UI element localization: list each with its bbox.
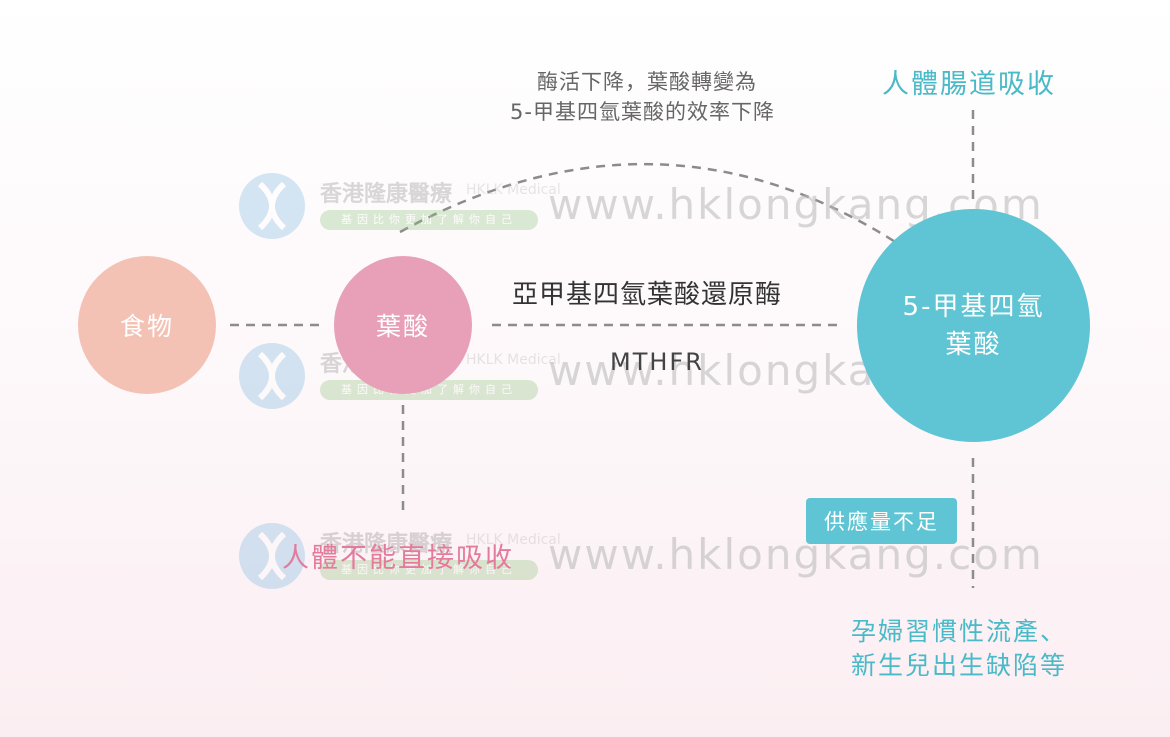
not-absorbed-label: 人體不能直接吸收 (282, 543, 514, 574)
mthf-label-line1: 5-甲基四氫 (902, 291, 1045, 322)
mthf-label-line2: 葉酸 (945, 329, 1002, 360)
annotation-line1: 酶活下降，葉酸轉變為 (537, 70, 757, 94)
folic-acid-node: 葉酸 (334, 256, 472, 394)
annotation-line2: 5-甲基四氫葉酸的效率下降 (510, 100, 775, 124)
enzyme-name: 亞甲基四氫葉酸還原酶 (512, 280, 783, 310)
mthf-node: 5-甲基四氫 葉酸 (857, 209, 1090, 442)
consequence-line2: 新生兒出生缺陷等 (851, 651, 1068, 680)
absorbed-label: 人體腸道吸收 (882, 69, 1056, 100)
food-node: 食物 (78, 256, 216, 394)
food-label: 食物 (119, 312, 174, 341)
consequence-line1: 孕婦習慣性流產、 (851, 617, 1068, 646)
enzyme-abbreviation: MTHFR (610, 348, 704, 376)
supply-badge-label: 供應量不足 (824, 510, 939, 534)
folic-acid-label: 葉酸 (375, 312, 430, 341)
annotation-arc (399, 162, 901, 247)
supply-insufficient-badge: 供應量不足 (806, 498, 957, 544)
